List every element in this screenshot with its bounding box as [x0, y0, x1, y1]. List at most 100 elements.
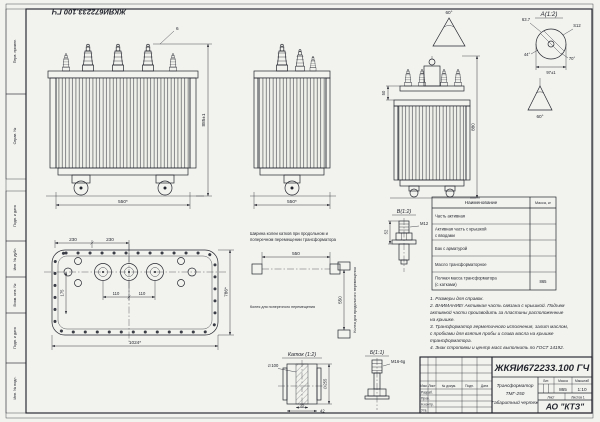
margin-vzam-inv: Взам. инв. №	[13, 284, 17, 307]
rear-height-dim: 880	[471, 123, 476, 131]
detail-b-m16: M16-6g	[391, 359, 406, 364]
rail-gauge-detail: Ширина колеи катков при продольном и поп…	[250, 231, 357, 339]
table-row-1: Часть активная	[435, 214, 465, 219]
rear-base	[399, 179, 465, 187]
katok-dim-42: 42	[320, 409, 325, 414]
margin-podp-data-1: Подп. и дата	[13, 204, 17, 227]
tb-name-1: Трансформатор	[497, 383, 534, 388]
side-roller	[284, 180, 300, 196]
tb-col-list: Лист	[428, 384, 436, 388]
detail-a-dim-70: 70°	[569, 56, 576, 61]
tb-listov-label: Листов 1	[571, 396, 585, 400]
detail-a-dim-s12: S12	[573, 23, 581, 28]
note-line: 1. Размеры для справок.	[430, 296, 484, 301]
detail-v-52: 52	[384, 229, 389, 234]
front-width-dim: 550*	[118, 199, 128, 204]
cone-detail-2: 60°	[527, 78, 553, 119]
rear-top-bar	[399, 85, 465, 92]
rear-50-dim: 50	[381, 90, 386, 95]
tb-col-data: Дата	[481, 384, 488, 388]
mass-table: Наименование Масса, кг Часть активная Ак…	[431, 196, 557, 291]
tb-scale-value: 1:10	[577, 387, 587, 392]
front-callout: 6	[176, 26, 179, 31]
note-line: трансформатора.	[430, 338, 472, 343]
table-header-name: Наименование	[465, 200, 498, 205]
rear-tank	[397, 105, 467, 181]
side-tank	[257, 77, 327, 169]
table-row-5: Полная масса трансформатора	[435, 276, 497, 281]
rail-gauge-h: 550	[292, 251, 300, 256]
note-line: на крышке.	[430, 317, 455, 322]
table-row-5b: (с катками)	[435, 282, 457, 287]
tb-role-prov: Пров.	[421, 397, 430, 401]
tb-list-label: Лист	[547, 396, 555, 400]
front-base	[57, 167, 189, 176]
front-roller	[157, 180, 173, 196]
table-row-3: Бак с арматурой	[435, 246, 468, 251]
detail-a-dim-97: 97±1	[546, 70, 556, 75]
plan-dim-230a: 230	[69, 237, 77, 242]
note-line: с пробками для взятия пробы и слива масл…	[430, 331, 554, 336]
plan-dim-175: 175	[60, 289, 65, 297]
detail-v-title: В(1:2)	[397, 209, 412, 215]
doc-number-flipped: ЖКЯИ672233.100 ГЧ	[51, 8, 127, 17]
margin-inv-dubl: Инв. № дубл.	[13, 248, 17, 271]
plan-tank-outline	[51, 249, 219, 336]
tb-name-3: Габаритный чертеж	[492, 399, 539, 405]
katok-dim-d255: ∅255	[323, 378, 328, 389]
cone2-angle: 60°	[536, 114, 543, 119]
table-row-4: Масло трансформаторное	[435, 262, 487, 267]
tb-name-2: ТМГ-250	[506, 391, 525, 396]
note-line: 2. ВНИМАНИЕ! Активная часть связана с кр…	[429, 302, 565, 308]
tb-doc-number: ЖКЯИ672233.100 ГЧ	[494, 363, 590, 374]
margin-perv-primen: Перв. примен.	[13, 39, 17, 64]
table-row-2: Активная часть с крышкой	[435, 227, 487, 232]
front-roller	[73, 180, 89, 196]
detail-katok: Каток (1:2) ∅100 ∅255 35 42	[268, 352, 332, 414]
note-line: активной части производить за пластины р…	[430, 309, 564, 315]
plan-dim-786: 786*	[224, 287, 229, 297]
table-row-5-mass: 865	[540, 279, 548, 284]
rail-label-longitudinal: Колея для продольного перемещения	[353, 267, 357, 332]
plan-dim-110a: 110	[113, 291, 120, 296]
katok-dim-35: 35	[300, 403, 305, 408]
side-view: 550*	[250, 43, 336, 209]
detail-a-title: А(1:2)	[540, 11, 558, 18]
tb-org: АО "КТЗ"	[545, 402, 585, 412]
rear-view: 50 880	[381, 55, 480, 199]
tb-col-izm: Изм.	[420, 384, 427, 388]
note-line: 3. Трансформатор герметичного исполнения…	[430, 324, 568, 329]
rail-label-transverse: Колея для поперечного перемещения	[250, 305, 315, 309]
tb-role-utv: Утв.	[421, 409, 427, 413]
technical-notes: 1. Размеры для справок. 2. ВНИМАНИЕ! Акт…	[429, 296, 568, 350]
rail-gauge-v: 550	[338, 296, 343, 304]
detail-b-title: Б(1:1)	[370, 350, 385, 356]
rail-caption-1: Ширина колеи катков при продольном и	[250, 231, 329, 236]
plan-dim-1024: 1024*	[129, 340, 141, 345]
left-margin-fields: Перв. примен. Справ. № Подп. и дата Инв.…	[5, 8, 27, 414]
tb-col-doc: № докум.	[442, 384, 457, 388]
front-height-dim: 885±1	[201, 113, 206, 126]
tb-masshtab-label: Масштаб	[575, 379, 589, 383]
detail-a: А(1:2) 63.7 S12 44° 70° 97±1	[522, 11, 581, 75]
detail-a-dim-44: 44°	[524, 52, 531, 57]
note-line: 4. Знак строповки и центр масс выполнить…	[430, 345, 564, 350]
table-row-2b: с вводами	[435, 233, 456, 238]
plan-bushing-holes	[63, 257, 197, 287]
tb-massa-label: Масса	[558, 379, 568, 383]
plan-dim-230b: 230	[106, 237, 114, 242]
tb-massa-value: 865	[559, 387, 567, 392]
plan-view: 230 230 786* 1024* 110 110 175	[44, 237, 234, 350]
detail-v: В(1:2) M12 52	[384, 209, 429, 272]
katok-dim-d100: ∅100	[268, 363, 279, 368]
tb-role-nkontr: Н.контр.	[421, 403, 434, 407]
tb-lit-label: Лит.	[543, 379, 549, 383]
table-header-mass: Масса, кг	[535, 201, 552, 205]
plan-dim-110b: 110	[139, 291, 146, 296]
rail-caption-2: поперечном перемещении трансформатора	[250, 237, 337, 242]
margin-inv-podl: Инв. № подл.	[13, 377, 17, 400]
margin-sprav-no: Справ. №	[13, 128, 17, 145]
